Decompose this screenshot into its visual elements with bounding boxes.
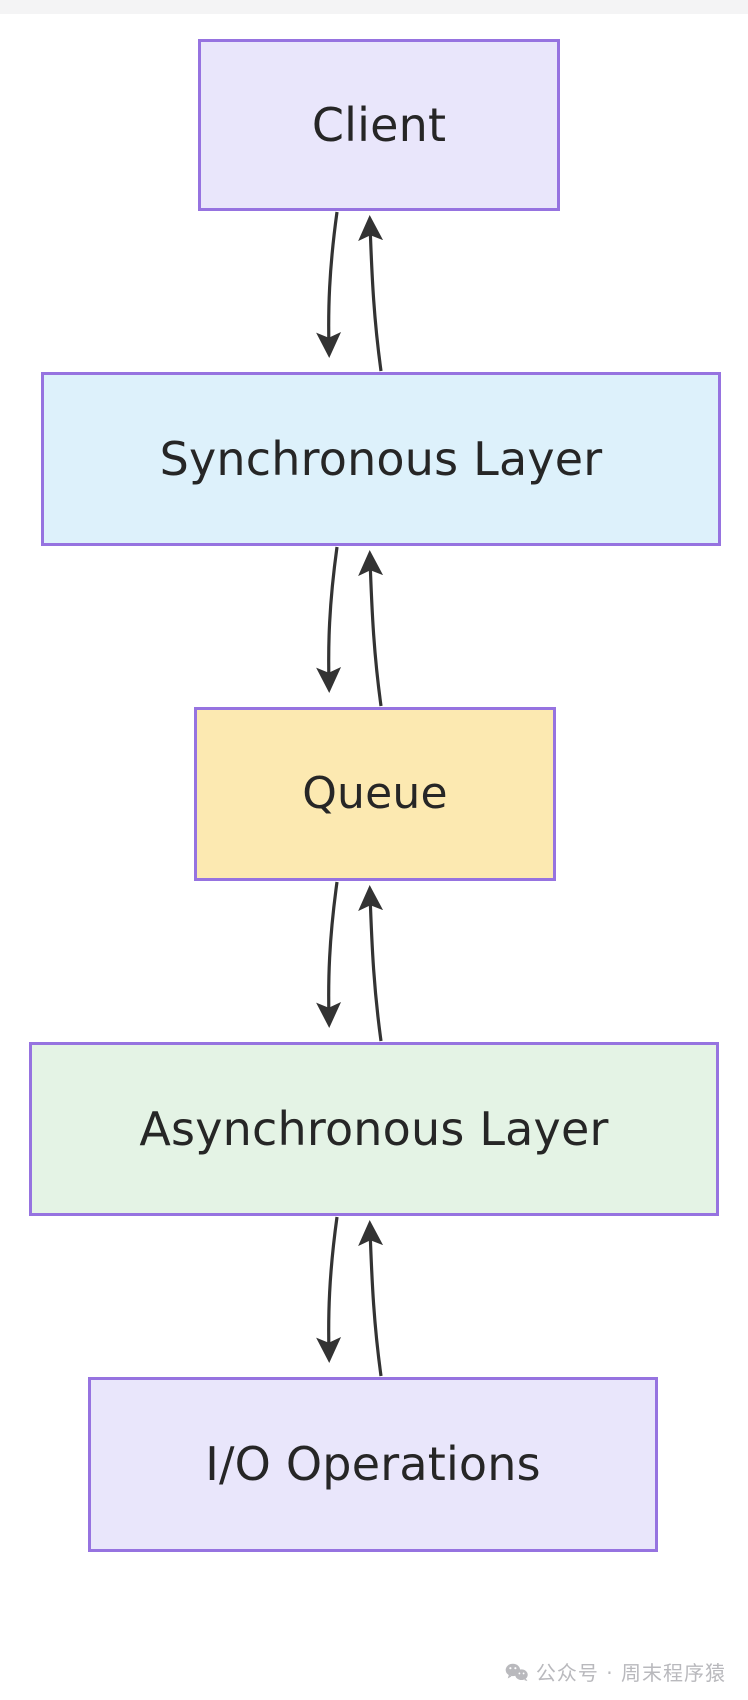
- edge-queue-to-sync: [358, 550, 384, 707]
- node-asynchronous-layer[interactable]: Asynchronous Layer: [29, 1042, 719, 1216]
- node-synchronous-layer[interactable]: Synchronous Layer: [41, 372, 721, 546]
- node-queue-label: Queue: [302, 767, 448, 819]
- node-asynchronous-layer-label: Asynchronous Layer: [139, 1101, 609, 1156]
- edge-async-to-io: [316, 1216, 342, 1363]
- edge-client-to-sync: [316, 211, 342, 358]
- watermark-text: 公众号 · 周末程序猿: [535, 1661, 726, 1685]
- node-client[interactable]: Client: [198, 39, 560, 211]
- top-strip: [0, 0, 748, 14]
- edge-async-to-queue: [358, 885, 384, 1042]
- node-client-label: Client: [311, 97, 447, 152]
- node-io-operations-label: I/O Operations: [205, 1437, 541, 1492]
- node-queue[interactable]: Queue: [194, 707, 556, 881]
- edge-queue-to-async: [316, 881, 342, 1028]
- watermark: 公众号 · 周末程序猿: [505, 1657, 726, 1686]
- edge-sync-to-client: [358, 215, 384, 372]
- edge-sync-to-queue: [316, 546, 342, 693]
- node-synchronous-layer-label: Synchronous Layer: [159, 431, 603, 486]
- edge-io-to-async: [358, 1220, 384, 1377]
- node-io-operations[interactable]: I/O Operations: [88, 1377, 658, 1552]
- wechat-icon: [505, 1662, 529, 1682]
